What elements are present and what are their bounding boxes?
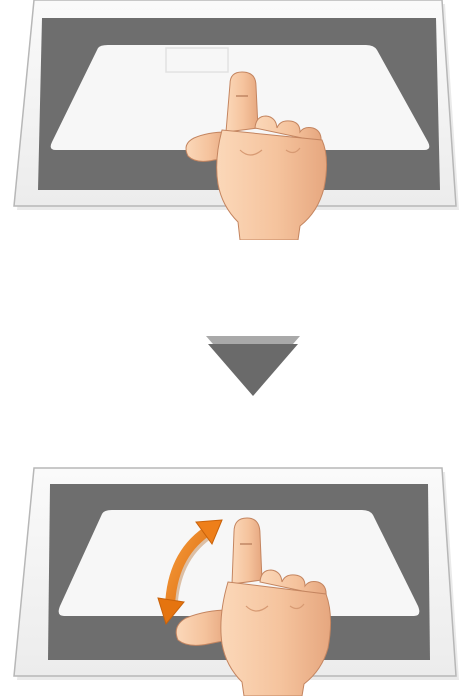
step-rotate-panel	[0, 456, 470, 696]
step-touch-panel	[0, 0, 470, 240]
down-triangle-arrow-icon	[196, 330, 306, 400]
